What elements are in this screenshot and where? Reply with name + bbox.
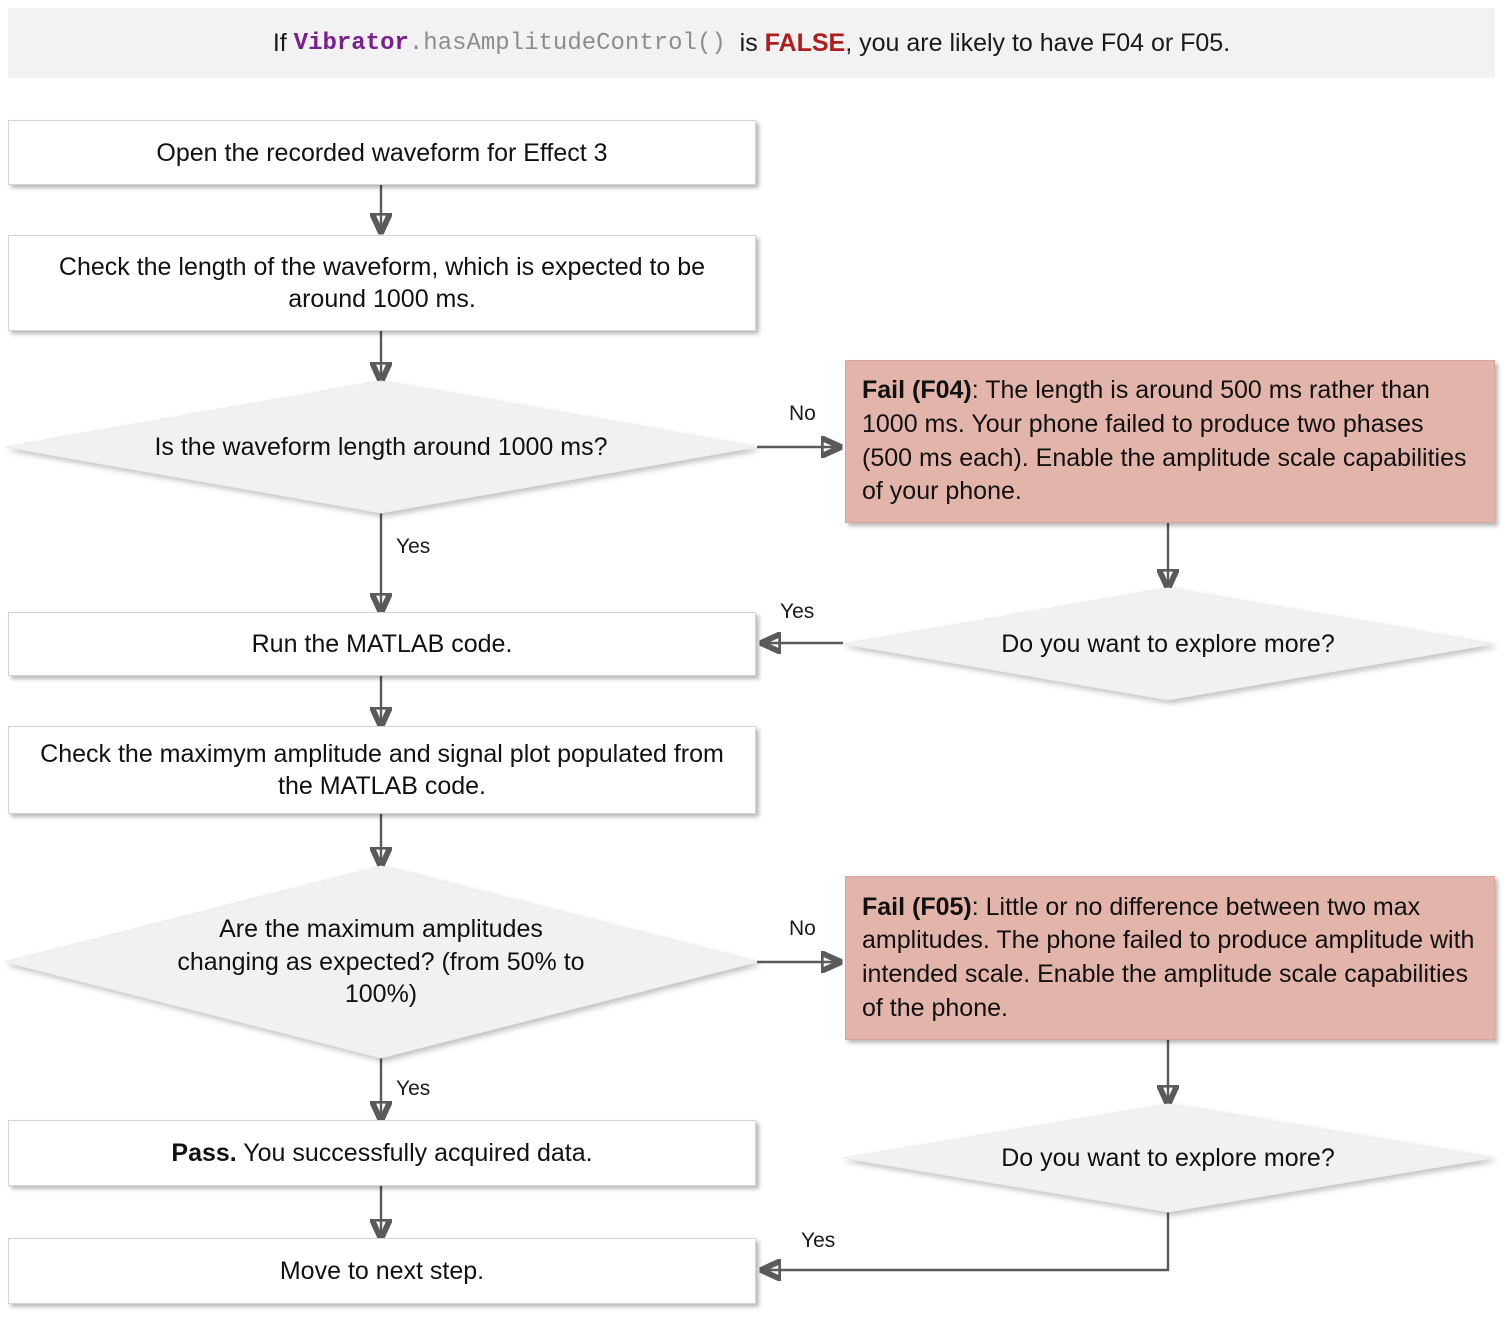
node-fail-f05[interactable]: Fail (F05): Little or no difference betw… bbox=[845, 876, 1495, 1040]
node-fail-f05-text: : Little or no difference between two ma… bbox=[862, 892, 1475, 1022]
node-explore-more-top[interactable]: Do you want to explore more? bbox=[842, 587, 1494, 701]
node-fail-f05-label: Fail (F05) bbox=[862, 892, 972, 921]
node-open-waveform-label: Open the recorded waveform for Effect 3 bbox=[156, 138, 608, 167]
node-pass[interactable]: Pass. You successfully acquired data. bbox=[8, 1120, 756, 1186]
explore-more-top-shape bbox=[842, 587, 1494, 701]
edge-label-no-length: No bbox=[789, 402, 816, 425]
edge-label-yes-explore-top: Yes bbox=[780, 600, 815, 623]
node-check-length[interactable]: Check the length of the waveform, which … bbox=[8, 235, 756, 331]
edge-label-yes-explore-bottom: Yes bbox=[801, 1229, 836, 1252]
node-explore-more-bottom[interactable]: Do you want to explore more? bbox=[842, 1103, 1494, 1213]
node-pass-text: You successfully acquired data. bbox=[236, 1139, 593, 1167]
node-decide-waveform-length[interactable]: Is the waveform length around 1000 ms? bbox=[4, 380, 758, 514]
node-run-matlab-label: Run the MATLAB code. bbox=[251, 630, 513, 658]
node-decide-amplitudes[interactable]: Are the maximum amplitudes changing as e… bbox=[4, 865, 758, 1059]
decide-waveform-length-shape bbox=[4, 380, 758, 514]
node-run-matlab[interactable]: Run the MATLAB code. bbox=[8, 612, 756, 676]
edge-label-yes-amplitude: Yes bbox=[396, 1077, 431, 1100]
node-pass-wrapper: Pass. You successfully acquired data. bbox=[171, 1137, 592, 1169]
node-fail-f04[interactable]: Fail (F04): The length is around 500 ms … bbox=[845, 360, 1495, 523]
banner-middle: is bbox=[725, 28, 765, 57]
node-fail-f05-content: Fail (F05): Little or no difference betw… bbox=[862, 891, 1478, 1026]
node-fail-f04-label: Fail (F04) bbox=[862, 376, 972, 404]
node-open-waveform[interactable]: Open the recorded waveform for Effect 3 bbox=[8, 120, 756, 185]
edge-label-no-amplitude: No bbox=[789, 917, 816, 940]
banner-class-name: Vibrator bbox=[293, 29, 409, 57]
node-fail-f04-content: Fail (F04): The length is around 500 ms … bbox=[862, 374, 1478, 509]
node-check-amplitude-label: Check the maximym amplitude and signal p… bbox=[40, 740, 724, 800]
node-check-amplitude[interactable]: Check the maximym amplitude and signal p… bbox=[8, 726, 756, 814]
banner-prefix: If bbox=[272, 28, 294, 57]
node-move-next-label: Move to next step. bbox=[279, 1257, 485, 1285]
explore-more-bottom-shape bbox=[842, 1103, 1494, 1213]
edge-label-yes-length: Yes bbox=[396, 535, 431, 558]
node-move-next[interactable]: Move to next step. bbox=[8, 1238, 756, 1304]
node-fail-f04-text: : The length is around 500 ms rather tha… bbox=[862, 376, 1467, 506]
banner-suffix: , you are likely to have F04 or F05. bbox=[845, 28, 1231, 57]
banner-method-name: .hasAmplitudeControl() bbox=[408, 29, 726, 57]
node-pass-label: Pass. bbox=[171, 1139, 237, 1167]
header-banner: If Vibrator.hasAmplitudeControl() is FAL… bbox=[8, 8, 1495, 78]
decide-amplitudes-shape bbox=[4, 865, 758, 1059]
node-check-length-label: Check the length of the waveform, which … bbox=[58, 253, 706, 313]
banner-false-keyword: FALSE bbox=[764, 28, 846, 57]
